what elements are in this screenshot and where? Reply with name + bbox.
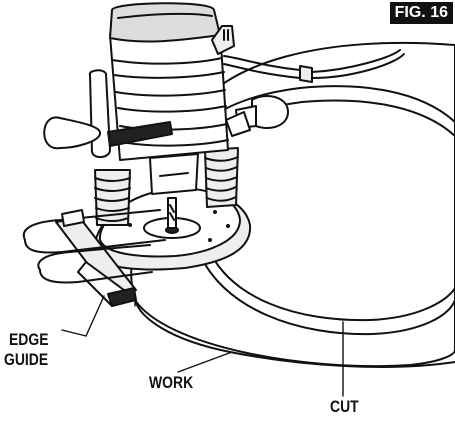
- motor-housing: [109, 2, 235, 161]
- work-leader: [177, 351, 233, 373]
- leader-lines: [61, 295, 344, 397]
- plunge-spring-right: [204, 147, 239, 208]
- plunge-spring-left: [94, 169, 131, 226]
- left-handle: [43, 69, 111, 158]
- cut-label: CUT: [330, 397, 359, 416]
- edge-guide-label-line1: EDGE: [9, 330, 49, 349]
- power-cord: [223, 49, 405, 83]
- figure-number-badge: FIG. 16: [389, 2, 453, 24]
- spindle: [149, 153, 199, 195]
- edge-guide-leader: [61, 295, 105, 337]
- edge-guide: [22, 209, 166, 307]
- depth-lock-lever: [107, 111, 251, 147]
- router-bit: [167, 197, 177, 229]
- edge-guide-label-line2: GUIDE: [4, 350, 49, 369]
- work-label: WORK: [149, 373, 194, 392]
- right-handle: [235, 95, 289, 129]
